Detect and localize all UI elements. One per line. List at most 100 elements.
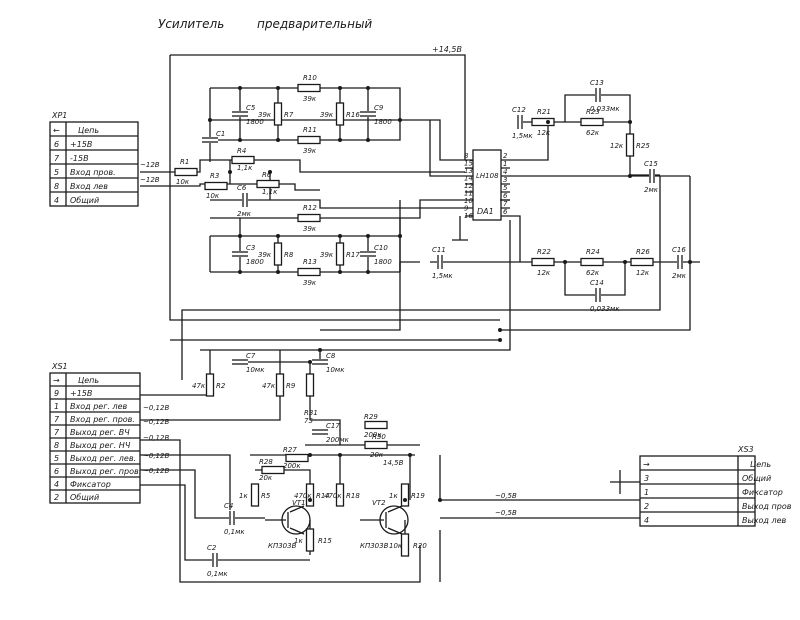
junction-dot xyxy=(623,260,627,264)
xp1-pin: 8 xyxy=(54,182,59,191)
ref-r5: R5 xyxy=(261,492,271,500)
vt2-symbol xyxy=(379,505,409,535)
ic-pin-left: 8 xyxy=(464,152,469,160)
value-r23: 62к xyxy=(586,129,600,137)
xs1-pin: 5 xyxy=(54,454,59,463)
value-r22: 12к xyxy=(537,269,551,277)
value-r10: 39к xyxy=(303,95,317,103)
title-right: предварительный xyxy=(257,17,372,31)
ref-r20: R20 xyxy=(413,542,427,550)
ic-pin-right: 7 xyxy=(503,200,508,208)
value-vt1: КП303В xyxy=(268,542,297,550)
resistor-r4: R41,1к xyxy=(231,147,255,172)
junction-dot xyxy=(238,234,242,238)
ref-r18: R18 xyxy=(346,492,360,500)
ref-r22: R22 xyxy=(537,248,551,256)
ref-c17: C17 xyxy=(326,422,340,430)
ref-r8: R8 xyxy=(284,251,294,259)
resistor-r22: R22 12к xyxy=(531,248,555,277)
xp1-pin: 6 xyxy=(54,140,59,149)
title-left: Усилитель xyxy=(158,17,224,31)
anno-xs1-4: ~0,12В xyxy=(143,452,169,460)
xs1-pin: 7 xyxy=(54,428,60,437)
value-c7: 10мк xyxy=(246,366,265,374)
ref-r14: R14 xyxy=(316,492,330,500)
value-r28: 20к xyxy=(259,474,273,482)
ic-name: DA1 xyxy=(477,207,494,216)
value-r11: 39к xyxy=(303,147,317,155)
value-r27: 200к xyxy=(283,462,301,470)
xs1-pin: 4 xyxy=(54,480,59,489)
xs1-row-label: +15В xyxy=(70,389,92,398)
ref-r9: R9 xyxy=(286,382,296,390)
ref-c11: C11 xyxy=(432,246,446,254)
junction-dot xyxy=(366,234,370,238)
ic-pin-left: 12 xyxy=(464,182,473,190)
value-r8: 39к xyxy=(258,251,272,259)
junction-dot xyxy=(366,138,370,142)
value-r20: 10к xyxy=(389,542,403,550)
xs1-pin: 6 xyxy=(54,467,59,476)
xp1-name: XP1 xyxy=(51,111,67,120)
junction-dot xyxy=(208,118,212,122)
ref-r2: R2 xyxy=(216,382,226,390)
value-r3: 10к xyxy=(206,192,220,200)
value-c5: 1800 xyxy=(246,118,264,126)
value-c13: 0,033мк xyxy=(590,105,620,113)
value-r25: 12к xyxy=(610,142,624,150)
value-c4: 0,1мк xyxy=(224,528,245,536)
supply-rail xyxy=(170,54,466,160)
ref-vt2: VT2 xyxy=(372,499,386,507)
junction-dot xyxy=(238,86,242,90)
junction-dot xyxy=(276,86,280,90)
junction-dot xyxy=(338,234,342,238)
junction-dot xyxy=(228,170,232,174)
ref-c9: C9 xyxy=(374,104,384,112)
junction-dot xyxy=(366,86,370,90)
resistor-r6: R61,1к xyxy=(256,171,280,196)
ic-type: LH108 xyxy=(476,172,499,180)
xp1-row-label: +15В xyxy=(70,140,92,149)
ic-pin-left: 16 xyxy=(464,212,473,220)
junction-dot xyxy=(628,174,632,178)
ref-c2: C2 xyxy=(207,544,217,552)
xs3-header-pin: → xyxy=(643,460,650,469)
anno-xs1-5: ~0,12В xyxy=(143,467,169,475)
junction-dot xyxy=(338,138,342,142)
ref-r6: R6 xyxy=(262,171,272,179)
junction-dot xyxy=(338,86,342,90)
ic-pin-left: 9 xyxy=(464,205,469,213)
junction-dot xyxy=(238,270,242,274)
ref-r19: R19 xyxy=(411,492,425,500)
ref-r25: R25 xyxy=(636,142,650,150)
value-c10: 1800 xyxy=(374,258,392,266)
value-c2: 0,1мк xyxy=(207,570,228,578)
value-c11: 1,5мк xyxy=(432,272,453,280)
xs1-row-label: Фиксатор xyxy=(70,480,111,489)
junction-dot xyxy=(563,260,567,264)
value-c14: 0,033мк xyxy=(590,305,620,313)
ref-r29: R29 xyxy=(364,413,378,421)
xs1-pin: 9 xyxy=(54,389,59,398)
ref-r13: R13 xyxy=(303,258,317,266)
